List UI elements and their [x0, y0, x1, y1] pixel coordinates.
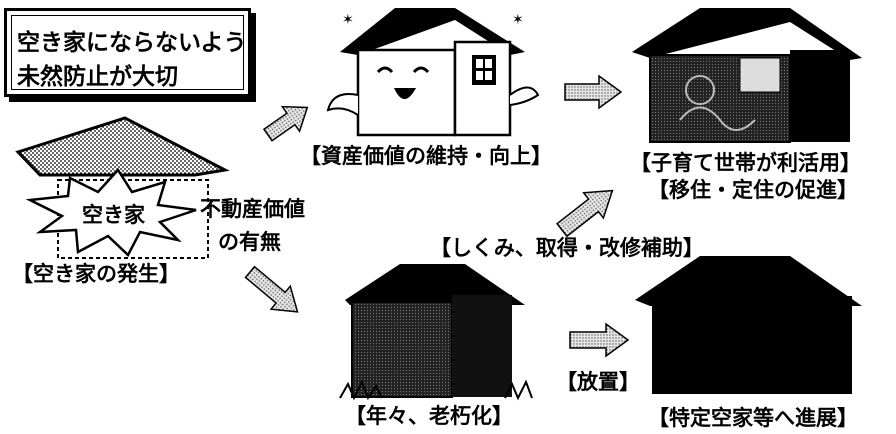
svg-text:✶: ✶	[342, 12, 354, 28]
caption-child-rearing: 【子育て世帯が利活用】	[630, 151, 861, 175]
title-box: 空き家にならないよう 未然防止が大切	[4, 8, 251, 97]
title-line-2: 未然防止が大切	[17, 64, 178, 90]
arrow-to-aging	[244, 265, 299, 313]
happy-house-illustration: ✶ ✶	[326, 8, 540, 137]
aging-house-illustration	[339, 264, 533, 401]
burst-label: 空き家	[82, 203, 145, 227]
arrow-aging-to-family	[556, 189, 614, 238]
caption-maintain-value: 【資産価値の維持・向上】	[300, 144, 552, 168]
value-label-line-2: の有無	[218, 230, 281, 254]
burst-shape	[25, 167, 197, 258]
caption-aging: 【年々、老朽化】	[345, 404, 513, 428]
caption-neglect: 【放置】	[556, 370, 640, 394]
caption-vacancy-occurs: 【空き家の発生】	[12, 262, 180, 286]
caption-specified-vacant: 【特定空家等へ進展】	[648, 406, 858, 430]
svg-text:✶: ✶	[512, 12, 524, 28]
title-line-1: 空き家にならないよう	[17, 30, 247, 56]
arrow-maintain-to-family	[564, 74, 623, 110]
dilapidated-house-illustration	[635, 256, 862, 394]
family-house-illustration	[632, 8, 862, 143]
value-label-line-1: 不動産価値	[200, 197, 305, 221]
title-box-inner-border	[11, 15, 244, 90]
arrow-aging-to-specified	[569, 322, 630, 358]
arrow-to-maintain	[262, 105, 309, 142]
caption-support: 【しくみ、取得・改修補助】	[430, 236, 704, 260]
caption-relocation: 【移住・定住の促進】	[648, 178, 858, 202]
